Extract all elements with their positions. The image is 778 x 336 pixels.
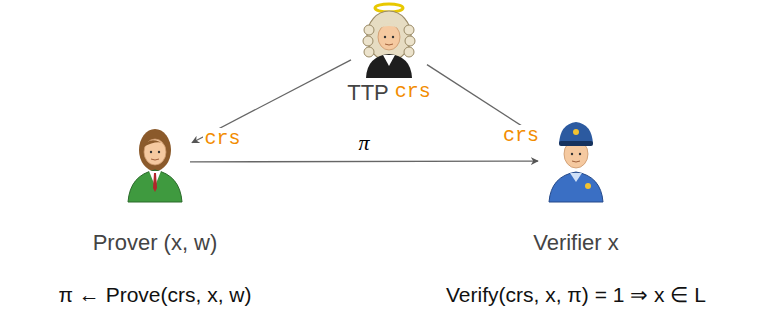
trusted-party: TTPcrs bbox=[353, 2, 425, 78]
algorithm-formula: Verify(crs, x, π) = 1 ⇒ x ∈ L bbox=[446, 282, 706, 307]
edge-label: π bbox=[356, 131, 371, 155]
prover-figure bbox=[128, 129, 182, 202]
algorithm-formula: π ← Prove(crs, x, w) bbox=[59, 282, 252, 307]
edge-label: crs bbox=[203, 128, 243, 150]
party-name: Verifier x bbox=[533, 230, 619, 256]
verifier-party: Verifier xVerify(crs, x, π) = 1 ⇒ x ∈ L bbox=[542, 120, 610, 202]
verifier-figure bbox=[549, 122, 603, 202]
label-row: TTPcrs bbox=[347, 80, 431, 106]
judge-figure bbox=[363, 4, 415, 78]
party-name: Prover (x, w) bbox=[93, 230, 218, 256]
crs-label: crs bbox=[395, 80, 431, 106]
party-name: TTP bbox=[347, 80, 389, 106]
prover-party: Prover (x, w)π ← Prove(crs, x, w) bbox=[122, 122, 188, 202]
message-arrow bbox=[190, 160, 538, 162]
edge-label: crs bbox=[501, 125, 541, 147]
